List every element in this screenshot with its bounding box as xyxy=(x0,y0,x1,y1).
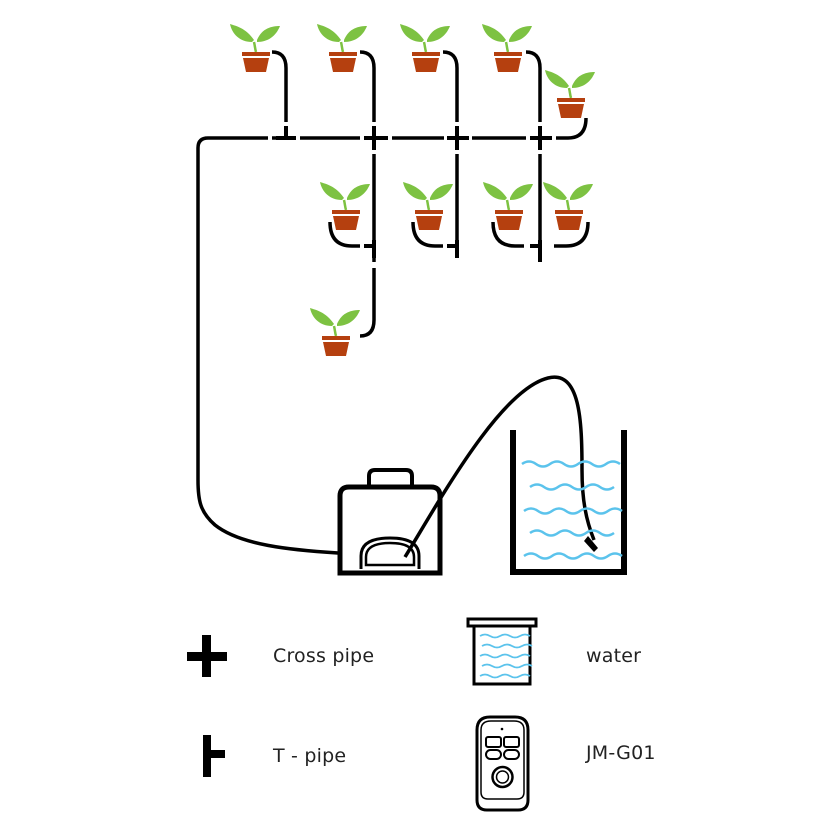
water-container xyxy=(510,430,627,575)
main-supply-pipe xyxy=(196,136,339,555)
pipe-network xyxy=(196,50,596,558)
plant-4 xyxy=(480,22,534,74)
plant-2 xyxy=(315,22,369,74)
t-pipe-2 xyxy=(364,240,376,258)
legend-label-water: water xyxy=(586,645,642,667)
pump-unit xyxy=(337,468,443,576)
cross-pipe-icon xyxy=(187,635,227,677)
legend-label-jm-g01: JM-G01 xyxy=(586,742,656,764)
hose-nozzle xyxy=(584,536,598,552)
t-pipe-1 xyxy=(276,126,296,140)
suction-hose xyxy=(403,375,596,558)
legend-label-t-pipe: T - pipe xyxy=(273,745,347,767)
legend-label-cross-pipe: Cross pipe xyxy=(273,645,375,667)
pump-device-icon xyxy=(475,715,530,812)
plant-5 xyxy=(543,68,597,120)
water-waves xyxy=(521,460,623,560)
cross-pipe-3 xyxy=(530,126,552,150)
plant-3 xyxy=(398,22,452,74)
plant-6 xyxy=(318,180,372,232)
plant-7 xyxy=(401,180,455,232)
cross-pipe-1 xyxy=(364,126,388,150)
plant-1 xyxy=(228,22,282,74)
t-pipe-icon xyxy=(203,735,225,777)
t-pipe-4 xyxy=(530,240,542,262)
water-container-icon xyxy=(466,617,538,686)
plant-8 xyxy=(481,180,535,232)
plant-9 xyxy=(541,180,595,232)
t-pipe-3 xyxy=(447,240,459,258)
cross-pipe-2 xyxy=(447,126,469,150)
plant-10 xyxy=(308,306,362,358)
